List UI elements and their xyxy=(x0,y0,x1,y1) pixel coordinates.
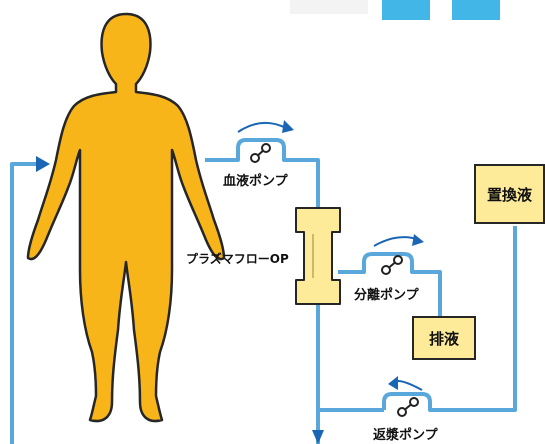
separation-pump-label: 分離ポンプ xyxy=(354,288,419,303)
replacement-fluid-box: 置換液 xyxy=(474,164,545,224)
top-block-right xyxy=(452,0,500,20)
arrow-head-return xyxy=(388,376,398,390)
tube-return-pump xyxy=(382,226,517,412)
pump-rotor-icon-blood xyxy=(250,143,271,163)
filter-label: プラズマフローOP xyxy=(186,252,289,266)
blood-pump-label: 血液ポンプ xyxy=(223,174,288,189)
tube-body-to-blood-pump xyxy=(205,138,320,210)
arrow-head-bottom-right xyxy=(312,430,324,444)
human-body xyxy=(26,12,226,423)
top-strip xyxy=(290,0,368,14)
tube-filter-to-separation-pump xyxy=(338,252,442,316)
plasma-filter xyxy=(295,207,341,305)
arrow-blood-pump xyxy=(237,121,287,133)
arrow-head-blood xyxy=(282,120,294,133)
arrow-head-return-to-body xyxy=(36,156,50,172)
top-block-left xyxy=(382,0,430,20)
arrow-return-pump xyxy=(393,380,423,391)
pump-rotor-icon-return xyxy=(397,397,419,417)
return-pump-label: 返漿ポンプ xyxy=(373,428,438,443)
drainage-box: 排液 xyxy=(412,316,476,360)
pump-rotor-icon-separation xyxy=(381,255,403,275)
arrow-head-separation xyxy=(412,234,424,246)
tube-filter-to-return xyxy=(316,300,384,412)
